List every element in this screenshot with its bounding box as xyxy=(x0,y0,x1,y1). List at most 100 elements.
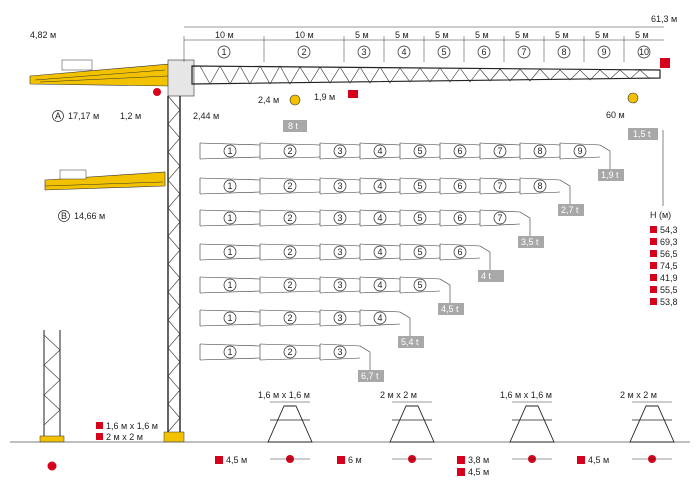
base-size-label: 2 м x 2 м xyxy=(380,390,417,400)
counter-jib-b-label: 14,66 м xyxy=(74,211,105,221)
config-section-badge xyxy=(223,211,237,225)
config-section-number: 4 xyxy=(378,247,383,257)
jib-section-length: 5 м xyxy=(475,30,489,40)
config-section-number: 5 xyxy=(418,146,423,156)
marker-a-label: A xyxy=(55,111,61,121)
config-section-badge xyxy=(333,345,347,359)
config-section-badge xyxy=(223,245,237,259)
jib-section-number: 2 xyxy=(302,47,307,57)
base-size-label: 1,6 м x 1,6 м xyxy=(258,390,310,400)
jib-section-length: 10 м xyxy=(295,30,314,40)
jib-section-length: 5 м xyxy=(555,30,569,40)
counter-jib-height-label: 4,82 м xyxy=(30,30,56,40)
mast-large-icon xyxy=(96,433,103,440)
config-section-number: 7 xyxy=(498,181,503,191)
mast-section-legend: 1,6 м x 1,6 м 2 м x 2 м xyxy=(96,421,158,442)
marker-b-circle xyxy=(58,210,70,222)
height-config-icon xyxy=(650,238,657,245)
config-load-label: 4,5 t xyxy=(441,304,459,314)
counter-jib-a-label: 17,17 м xyxy=(68,111,99,121)
base-span-label: 6 м xyxy=(348,455,362,465)
hook-gap-label: 1,9 м xyxy=(314,92,335,102)
jib-section-length: 5 м xyxy=(355,30,369,40)
jib-section-badge xyxy=(517,45,531,59)
config-load-label: 2,7 t xyxy=(561,205,579,215)
config-load-badge xyxy=(358,370,384,382)
config-section-badge xyxy=(373,211,387,225)
max-load-badge xyxy=(283,120,307,132)
config-load-label: 1,9 t xyxy=(601,170,619,180)
mast-small-icon xyxy=(96,422,103,429)
config-section-badge xyxy=(283,179,297,193)
config-section-number: 6 xyxy=(458,213,463,223)
base-type-icon xyxy=(457,468,465,476)
jib-section-length: 5 м xyxy=(395,30,409,40)
config-section-number: 7 xyxy=(498,213,503,223)
jib-section-badge xyxy=(217,45,231,59)
config-section-number: 3 xyxy=(338,213,343,223)
config-section-badge xyxy=(493,179,507,193)
main-jib xyxy=(191,65,661,85)
config-section-badge xyxy=(413,278,427,292)
jib-section-badge xyxy=(477,45,491,59)
marker-b-label: B xyxy=(61,211,67,221)
config-load-badge xyxy=(518,236,544,248)
tower-side-view xyxy=(39,330,65,471)
config-load-badge xyxy=(438,303,464,315)
config-section-badge xyxy=(333,311,347,325)
config-section-badge xyxy=(533,144,547,158)
base-frame xyxy=(629,405,675,443)
config-section-badge xyxy=(533,179,547,193)
jib-section-number: 3 xyxy=(362,47,367,57)
base-config: 1,6 м x 1,6 м3,8 м4,5 м xyxy=(457,390,555,477)
config-section-badge xyxy=(283,278,297,292)
config-section-badge xyxy=(223,179,237,193)
config-section-badge xyxy=(333,278,347,292)
config-section-badge xyxy=(453,211,467,225)
config-section-number: 2 xyxy=(288,146,293,156)
jib-section-badge xyxy=(597,45,611,59)
config-section-badge xyxy=(283,211,297,225)
config-section-number: 6 xyxy=(458,181,463,191)
config-section-number: 4 xyxy=(378,313,383,323)
config-section-badge xyxy=(283,245,297,259)
config-section-number: 6 xyxy=(458,247,463,257)
base-config: 2 м x 2 м 6 м xyxy=(337,390,435,465)
config-section-number: 1 xyxy=(228,247,233,257)
jib-section-number: 4 xyxy=(402,47,407,57)
config-load-badge xyxy=(478,270,504,282)
base-frame xyxy=(509,405,555,443)
config-section-badge xyxy=(413,144,427,158)
jib-section-length: 10 м xyxy=(215,30,234,40)
height-config-icon xyxy=(650,274,657,281)
total-length-label: 61,3 м xyxy=(651,14,677,24)
config-section-badge xyxy=(453,245,467,259)
height-config-icon xyxy=(650,250,657,257)
config-section-badge xyxy=(413,245,427,259)
max-load-label: 8 t xyxy=(288,121,299,131)
jib-section-length: 5 м xyxy=(435,30,449,40)
counter-jib-offset-label: 1,2 м xyxy=(120,111,141,121)
hook-block-icon xyxy=(289,94,301,106)
config-load-label: 5,4 t xyxy=(401,337,419,347)
base-span2-label: 4,5 м xyxy=(468,467,489,477)
config-section-number: 2 xyxy=(288,213,293,223)
config-section-number: 6 xyxy=(458,146,463,156)
marker-a-circle xyxy=(52,110,64,122)
counter-jib-b: B 14,66 м xyxy=(44,169,166,222)
config-section-number: 7 xyxy=(498,146,503,156)
base-span-label: 4,5 м xyxy=(226,455,247,465)
height-value: 55,5 xyxy=(660,285,678,295)
config-section-badge xyxy=(413,211,427,225)
jib-section-number: 5 xyxy=(442,47,447,57)
config-section-badge xyxy=(283,144,297,158)
config-section-badge xyxy=(223,345,237,359)
config-section-number: 4 xyxy=(378,280,383,290)
base-configurations: 1,6 м x 1,6 м 4,5 м 2 м x 2 м 6 м 1,6 м x 1,… xyxy=(215,390,675,477)
